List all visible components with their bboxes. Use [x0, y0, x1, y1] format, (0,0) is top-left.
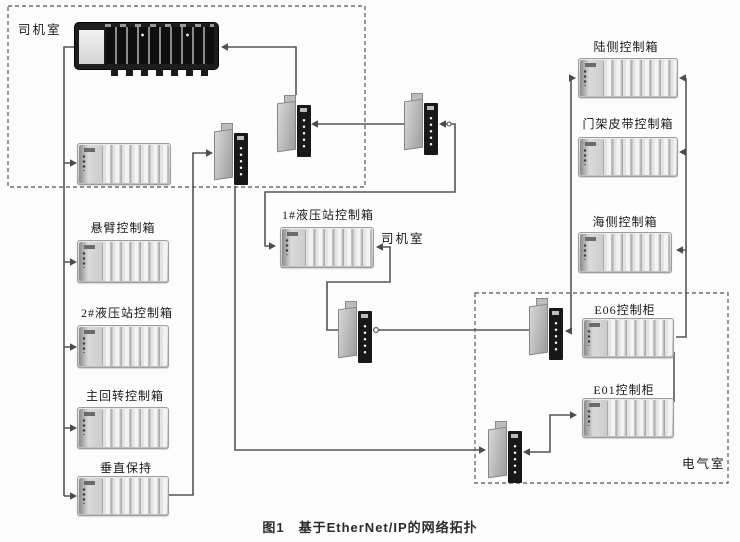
main-plc-rack-icon	[75, 23, 218, 76]
driver-cab-label: 司机室	[18, 23, 62, 37]
ethernet-switch-c-icon	[404, 93, 438, 157]
ethernet-switch-e-icon	[529, 298, 563, 362]
rack-land-label: 陆侧控制箱	[593, 40, 659, 54]
electrical-room-label: 电气室	[682, 457, 726, 471]
electrical-room-box	[474, 292, 729, 484]
rack-module-tabs	[111, 69, 215, 76]
rack-hyd2-icon	[77, 325, 169, 368]
rack-gantry-icon	[578, 137, 678, 177]
rack-hyd1-label: 1#液压站控制箱	[281, 208, 374, 222]
rack-e01-icon	[582, 398, 674, 438]
rack-vert-label: 垂直保持	[99, 461, 152, 475]
ethernet-switch-a-icon	[214, 123, 248, 187]
rack-io-modules	[106, 27, 214, 64]
rack-e06-icon	[582, 318, 674, 358]
figure-caption-number: 图1	[262, 520, 285, 535]
rack-slew-icon	[77, 407, 169, 449]
rack-sea-icon	[578, 232, 672, 273]
ethernet-switch-b-icon	[277, 95, 311, 159]
rack-slew-label: 主回转控制箱	[85, 389, 164, 403]
rack-boom-icon	[77, 240, 169, 283]
figure-caption: 图1 基于EtherNet/IP的网络拓扑	[0, 517, 740, 536]
ethernet-switch-f-icon	[488, 421, 522, 485]
rack-hyd2-label: 2#液压站控制箱	[80, 306, 173, 320]
rack-e06-label: E06控制柜	[594, 303, 656, 317]
rack-top-strip	[105, 24, 214, 27]
driver-cab-inline-label: 司机室	[381, 232, 425, 246]
rack-land-icon	[578, 58, 678, 98]
rack-boom-label: 悬臂控制箱	[90, 221, 156, 235]
rack-e01-label: E01控制柜	[593, 383, 655, 397]
rack-hyd1-icon	[280, 227, 374, 268]
rack-gantry-label: 门架皮带控制箱	[582, 117, 674, 131]
ethernet-switch-d-icon	[338, 301, 372, 365]
cab-remote-io-rack-icon	[77, 143, 171, 185]
rack-vert-icon	[77, 476, 169, 516]
rack-power-supply	[79, 30, 104, 64]
rack-sea-label: 海侧控制箱	[592, 215, 658, 229]
figure-caption-title: 基于EtherNet/IP的网络拓扑	[298, 520, 478, 535]
driver-cab-box	[7, 5, 366, 188]
